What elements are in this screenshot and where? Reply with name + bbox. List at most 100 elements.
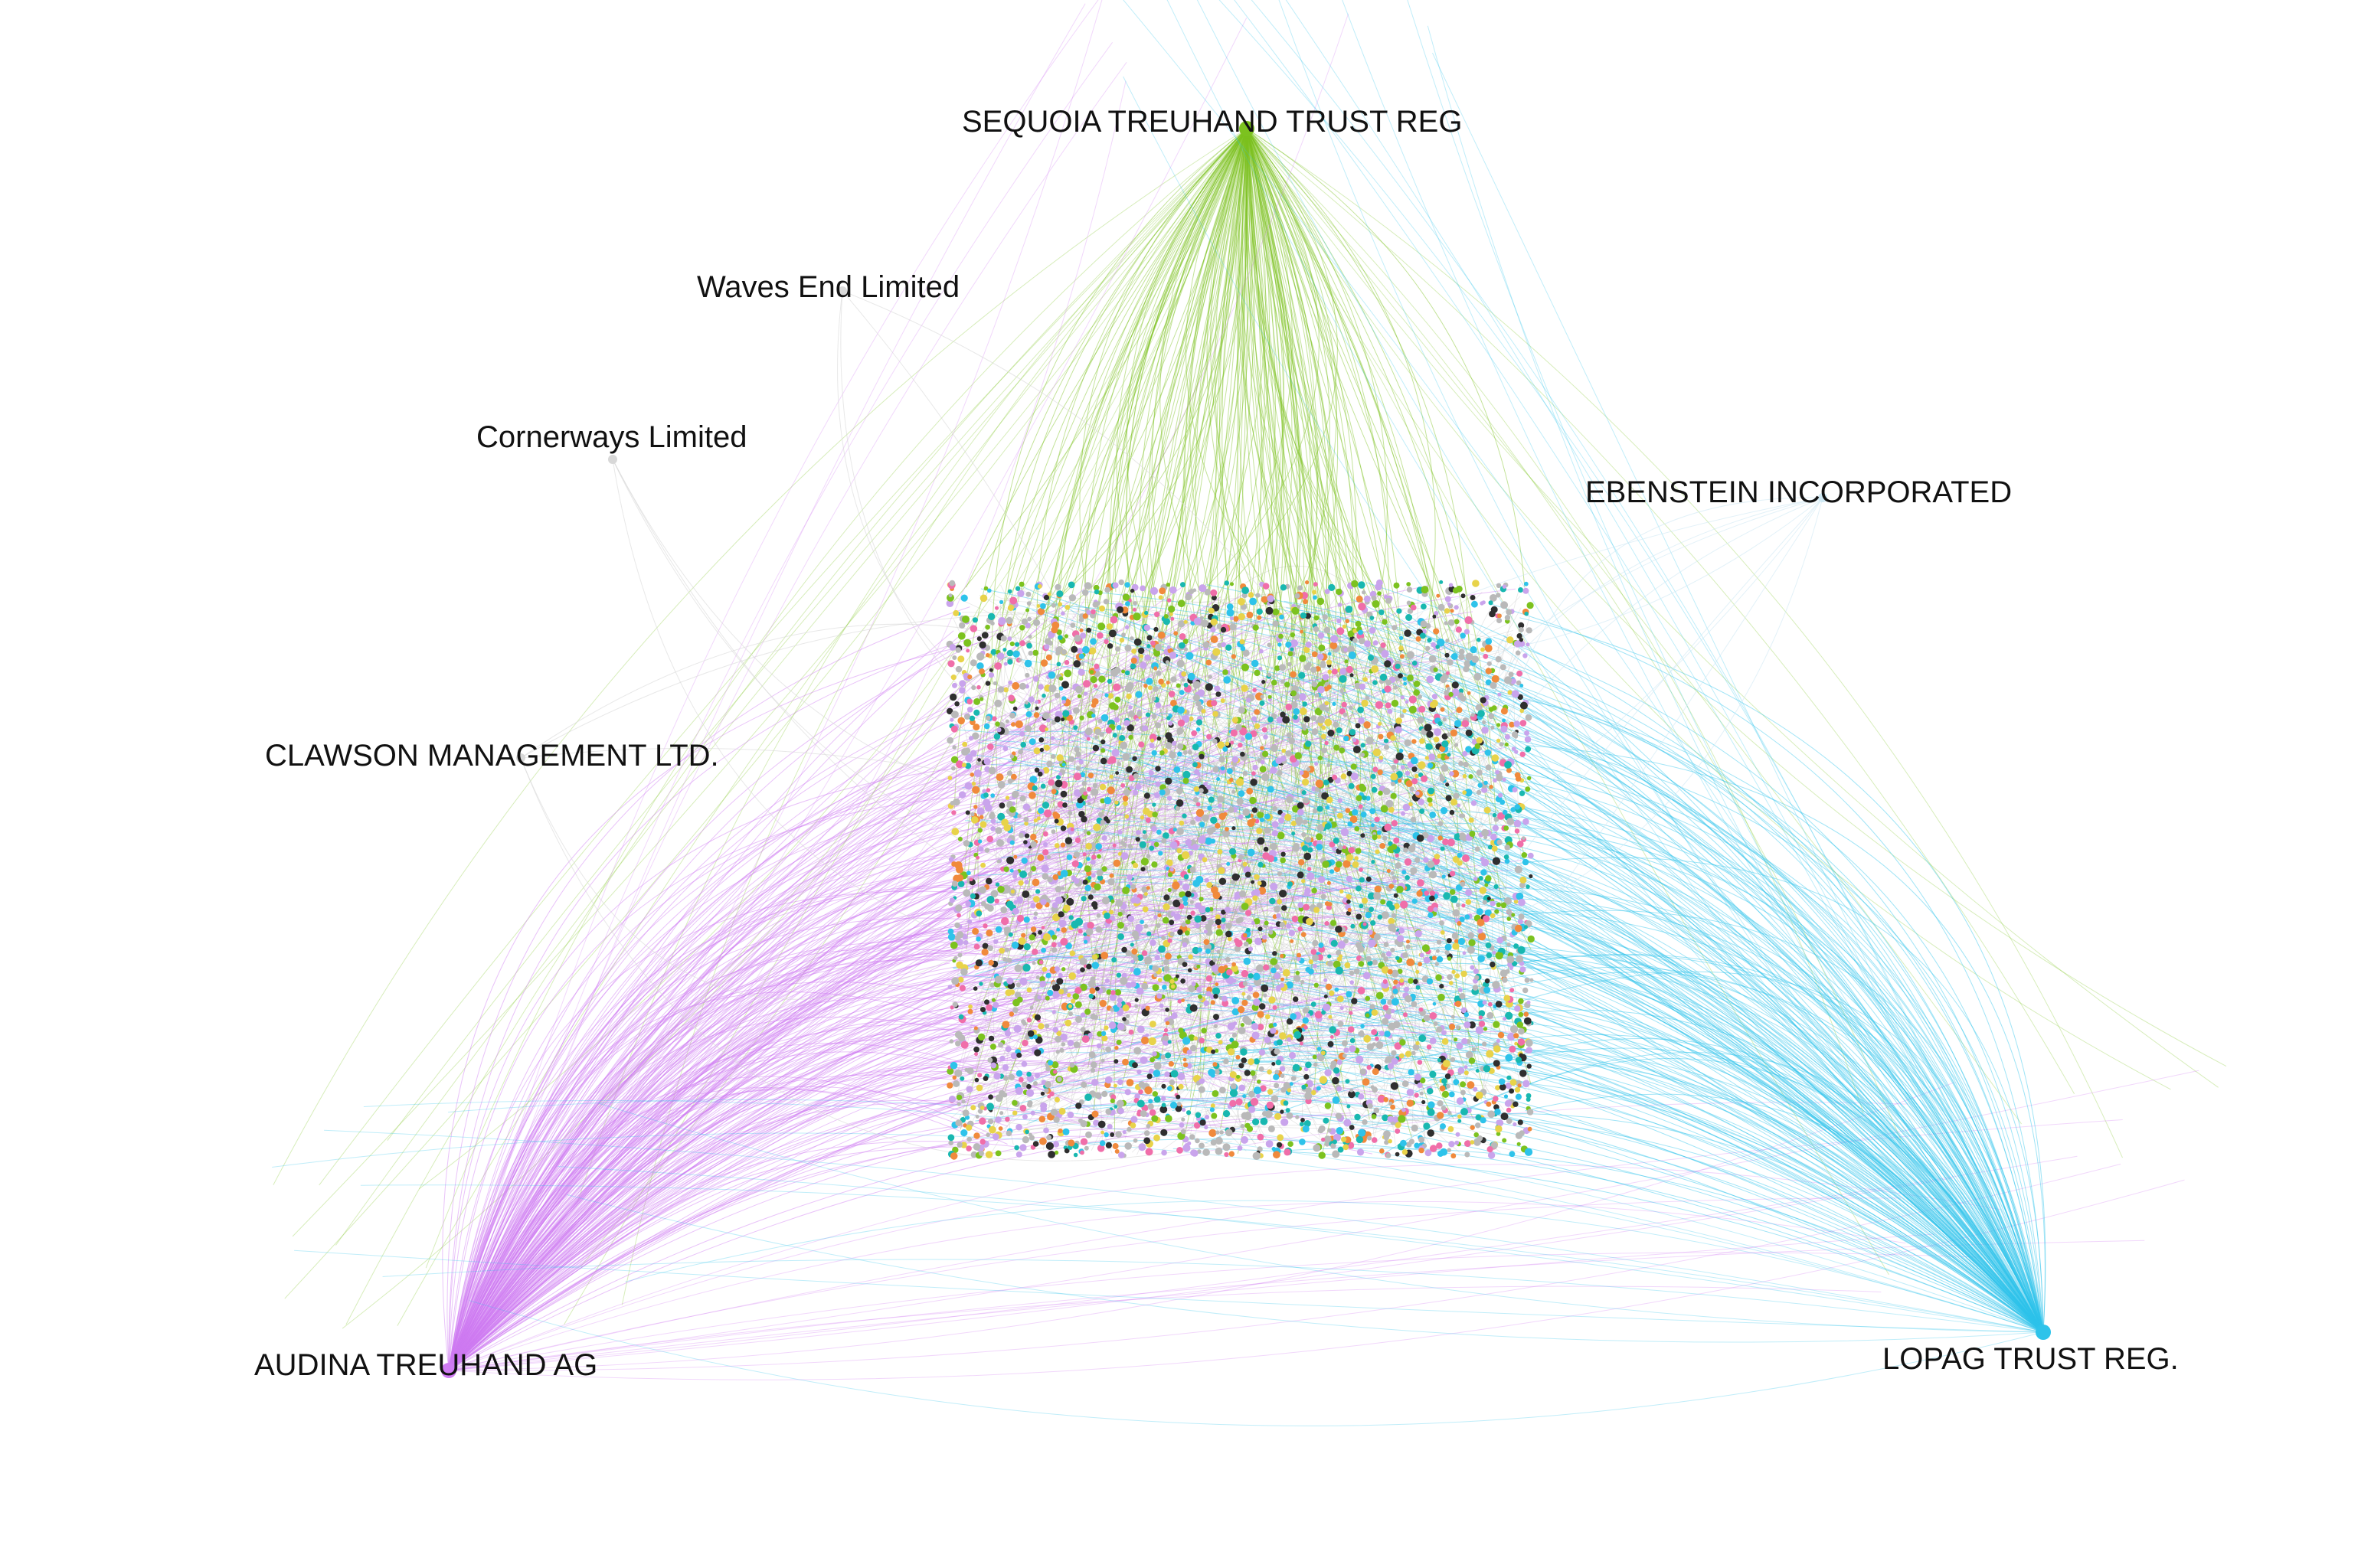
graph-node [1495,1085,1501,1091]
graph-node [1439,920,1444,926]
graph-node [979,1138,986,1145]
graph-node [1099,783,1107,791]
edge [1277,661,1297,1049]
graph-node [1459,916,1465,923]
edge [1162,956,2044,1333]
graph-node [1199,897,1204,902]
graph-node [1312,808,1318,814]
graph-node [1450,1153,1457,1159]
graph-node [1391,1050,1397,1056]
graph-node [1198,835,1206,844]
graph-node [1300,629,1303,634]
graph-node [1497,812,1505,820]
graph-node [1290,639,1299,648]
graph-node [1312,954,1320,962]
edge [448,609,1163,1371]
graph-node [1356,885,1362,892]
graph-node [1280,851,1286,857]
graph-node [1231,978,1237,983]
graph-node [1473,672,1482,681]
graph-node [1456,903,1460,908]
graph-node [996,727,1002,733]
edge [448,959,964,1371]
edge [448,0,1103,1371]
graph-node [1140,1056,1148,1064]
graph-node [1462,790,1467,795]
graph-node [1006,957,1012,963]
graph-node [972,617,978,623]
edge [1284,690,2044,1333]
graph-node [1403,848,1408,853]
edge [1087,759,1443,789]
edge [448,828,1179,1371]
edge [448,815,1225,1371]
graph-node [1061,1042,1066,1047]
graph-node [1360,743,1365,748]
graph-node [1015,586,1021,591]
graph-node [1073,707,1080,714]
edge [1259,620,1347,838]
graph-node [1028,634,1032,639]
graph-node [979,641,986,648]
graph-node [1133,862,1139,868]
graph-node [1509,1045,1516,1053]
graph-node [1032,649,1039,656]
graph-node [1223,676,1231,684]
graph-node [1362,677,1368,682]
graph-node [1080,1138,1088,1145]
graph-node [1440,846,1445,851]
graph-node [1128,705,1133,710]
graph-node [1478,1010,1486,1017]
graph-node [1009,596,1018,605]
graph-node [1051,829,1056,835]
graph-node [1026,601,1032,606]
graph-node [1168,691,1176,697]
graph-node [1074,634,1081,642]
edge [448,671,1353,1371]
graph-node [1161,936,1166,941]
graph-node [1252,1118,1260,1125]
edge [1143,802,2044,1333]
edge [961,753,2044,1333]
graph-node [1507,1032,1516,1041]
graph-node [1213,994,1218,999]
graph-node [1127,724,1134,732]
edge [448,980,1378,1371]
graph-node [1035,1036,1043,1044]
graph-node [977,1033,986,1041]
graph-node [1043,841,1048,848]
graph-node [1168,900,1173,905]
graph-node [1238,612,1246,621]
graph-node [1504,844,1510,851]
graph-node [1362,897,1368,904]
graph-node [1088,1051,1096,1059]
graph-node [1009,840,1015,845]
graph-node [1213,1024,1218,1029]
graph-node [1023,943,1031,951]
graph-node [1271,821,1279,828]
graph-node [1022,1081,1028,1088]
graph-node [1268,1047,1274,1051]
graph-node [1055,1096,1060,1102]
graph-node [1360,811,1367,818]
graph-node [950,756,959,763]
graph-node [1385,799,1394,808]
graph-node [986,929,993,937]
graph-node [1124,814,1130,819]
graph-node [1284,681,1290,688]
edge [1008,760,2044,1333]
graph-node [1199,1119,1206,1126]
edge [1123,128,1284,986]
graph-node [1171,1012,1178,1019]
graph-node [952,1001,958,1008]
edge [1047,648,1203,1034]
edge [1174,613,2044,1333]
graph-node [1463,1021,1471,1029]
graph-node [1427,1088,1434,1095]
graph-node [1337,844,1343,851]
edge [1250,864,2044,1333]
graph-node [1213,1014,1219,1021]
graph-node [1449,1024,1456,1031]
graph-node [1349,815,1358,824]
graph-node [1318,644,1326,652]
